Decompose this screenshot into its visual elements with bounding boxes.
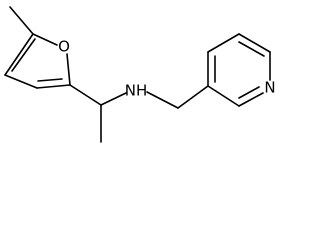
bond-methyl — [9, 6, 34, 35]
bond-py-n-c2-inner — [238, 86, 260, 99]
bond-c2-c3-inner — [37, 78, 63, 82]
bond-ch2-ring — [177, 85, 209, 109]
bond-layer — [4, 6, 271, 143]
bond-py-c5-c6-inner — [238, 41, 265, 57]
bond-c4-c5-inner — [11, 38, 36, 72]
bond-c3-c4 — [4, 74, 38, 89]
bond-nh-ch2 — [146, 91, 179, 109]
atom-label-layer: O NH N — [58, 38, 276, 100]
bond-o-c2 — [66, 53, 71, 86]
bond-ch-nh — [100, 92, 127, 106]
bond-c2-c3 — [36, 84, 71, 89]
bond-py-c4-c5 — [207, 33, 240, 53]
bond-c5-o — [32, 33, 58, 46]
bond-py-n-c2 — [238, 92, 264, 107]
atom-label-pyridine-n: N — [264, 79, 275, 97]
atom-label-oxygen: O — [58, 38, 70, 56]
molecule-structure: O NH N — [4, 6, 276, 143]
bond-py-c5-c6 — [238, 33, 271, 53]
bond-c2-ch — [69, 84, 102, 106]
atom-label-amine-nh: NH — [125, 82, 148, 100]
bond-c4-c5 — [4, 33, 34, 76]
bond-py-c2-c3 — [207, 85, 240, 107]
